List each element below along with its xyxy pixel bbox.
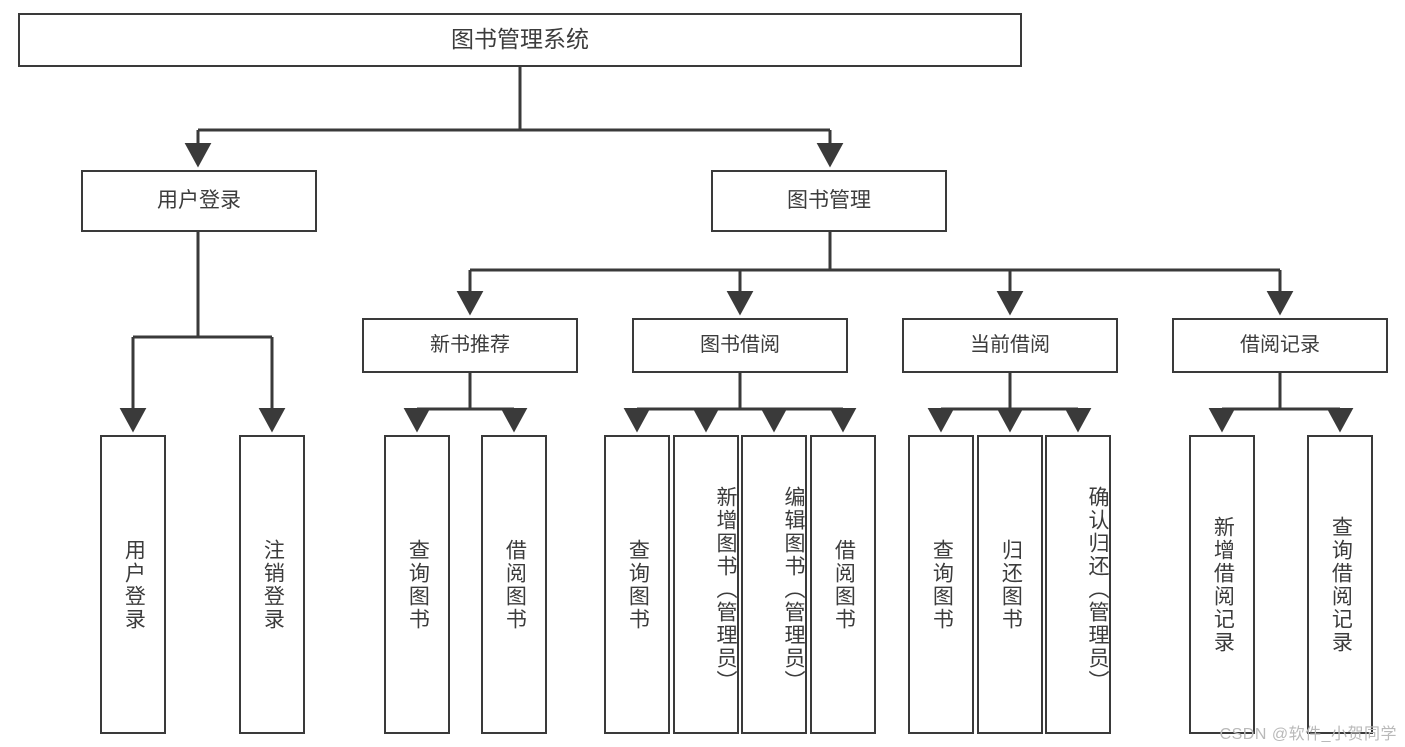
- leaf-new-book-query-books[interactable]: 查询图书: [384, 435, 450, 734]
- leaf-borrow-record-add-record[interactable]: 新增借阅记录: [1189, 435, 1255, 734]
- leaf-current-borrow-return-books[interactable]: 归还图书: [977, 435, 1043, 734]
- node-root-book-management-system[interactable]: 图书管理系统: [18, 13, 1022, 67]
- leaf-current-borrow-confirm-return-admin[interactable]: 确认归还（管理员）: [1045, 435, 1111, 734]
- leaf-book-borrow-borrow-books[interactable]: 借阅图书: [810, 435, 876, 734]
- node-borrowing-record[interactable]: 借阅记录: [1172, 318, 1388, 373]
- leaf-book-borrow-edit-book-admin[interactable]: 编辑图书（管理员）: [741, 435, 807, 734]
- node-book-management[interactable]: 图书管理: [711, 170, 947, 232]
- node-current-borrowing[interactable]: 当前借阅: [902, 318, 1118, 373]
- leaf-user-login-signin[interactable]: 用户登录: [100, 435, 166, 734]
- leaf-borrow-record-query-record[interactable]: 查询借阅记录: [1307, 435, 1373, 734]
- leaf-book-borrow-query-books[interactable]: 查询图书: [604, 435, 670, 734]
- leaf-new-book-borrow-books[interactable]: 借阅图书: [481, 435, 547, 734]
- node-new-book-recommendation[interactable]: 新书推荐: [362, 318, 578, 373]
- node-book-borrowing[interactable]: 图书借阅: [632, 318, 848, 373]
- node-user-login[interactable]: 用户登录: [81, 170, 317, 232]
- leaf-current-borrow-query-books[interactable]: 查询图书: [908, 435, 974, 734]
- csdn-watermark: CSDN @软件_小贺同学: [1219, 726, 1397, 743]
- leaf-user-login-signout[interactable]: 注销登录: [239, 435, 305, 734]
- leaf-book-borrow-add-book-admin[interactable]: 新增图书（管理员）: [673, 435, 739, 734]
